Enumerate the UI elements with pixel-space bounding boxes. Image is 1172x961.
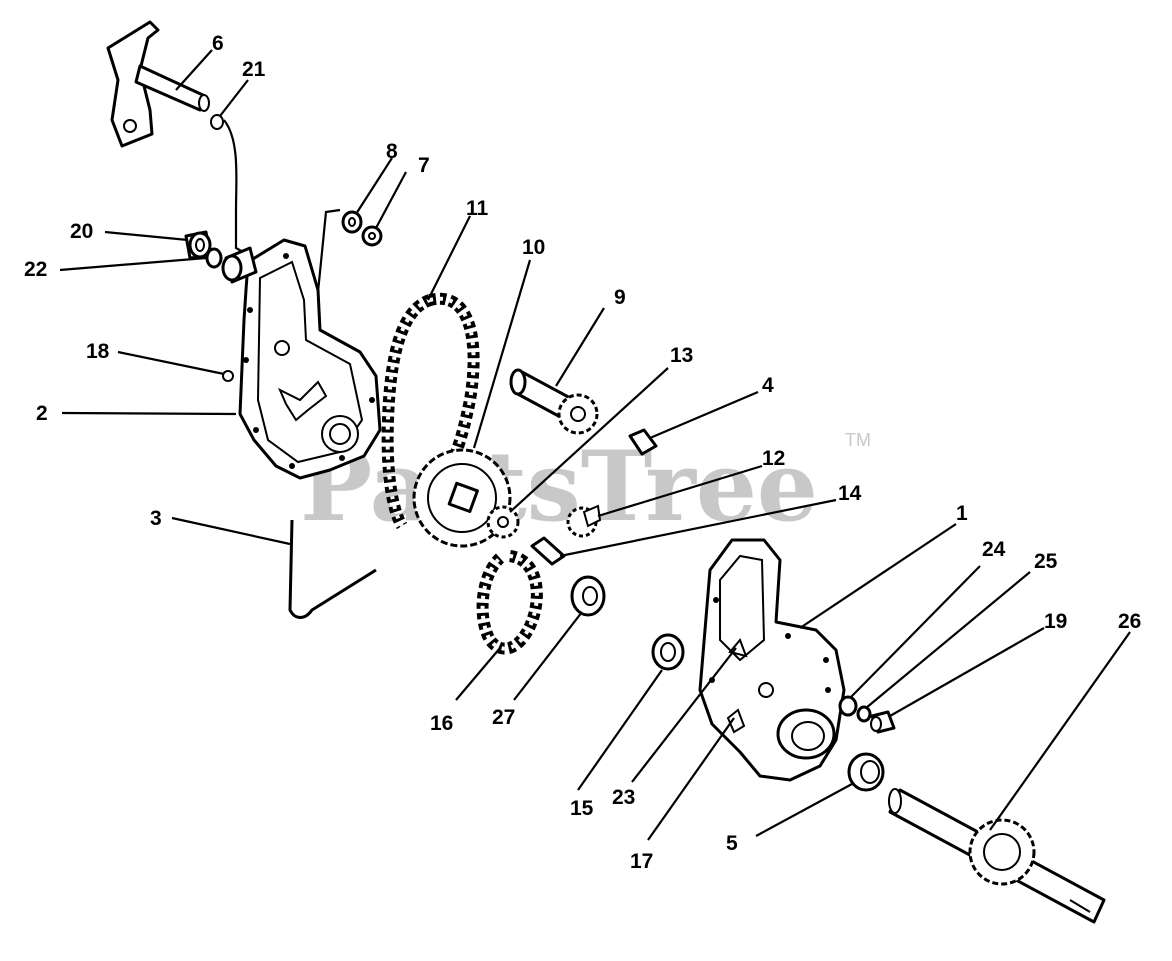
shaft-sprocket-part	[509, 368, 599, 435]
callout-8: 8	[386, 140, 398, 163]
bearing-27-part	[570, 575, 606, 617]
callout-23: 23	[612, 786, 635, 809]
left-housing-part	[221, 238, 382, 480]
washer-22-part	[205, 247, 223, 269]
callout-2: 2	[36, 402, 48, 425]
callout-25: 25	[1034, 550, 1058, 573]
callout-11: 11	[466, 197, 489, 220]
callout-27: 27	[492, 706, 515, 729]
washer-15-part	[651, 633, 685, 671]
callout-9: 9	[614, 286, 626, 309]
watermark-text: PartsTree	[300, 430, 818, 543]
right-housing-part	[698, 538, 846, 782]
callout-1: 1	[956, 502, 968, 525]
callout-22: 22	[24, 258, 47, 281]
bearing-5-part	[847, 752, 885, 792]
callout-24: 24	[982, 538, 1006, 561]
large-sprocket-part	[412, 448, 512, 548]
callout-3: 3	[150, 507, 162, 530]
callout-17: 17	[630, 850, 653, 873]
shift-lever-part	[106, 20, 210, 148]
callout-12: 12	[762, 447, 785, 470]
bushing-part	[184, 230, 212, 260]
sprocket-12-part	[566, 504, 602, 538]
key-part	[628, 428, 658, 456]
leader-lines	[59, 49, 1131, 841]
callout-15: 15	[570, 797, 594, 820]
short-chain-part	[476, 550, 543, 655]
watermark-trademark: TM	[845, 430, 871, 450]
axle-shaft-part	[888, 788, 1106, 924]
washer-24-part	[838, 695, 858, 717]
callout-16: 16	[430, 712, 453, 735]
bolt-19-part	[870, 710, 896, 734]
callout-10: 10	[522, 236, 545, 259]
callout-20: 20	[70, 220, 93, 243]
callout-19: 19	[1044, 610, 1067, 633]
callout-4: 4	[762, 374, 774, 397]
callout-13: 13	[670, 344, 693, 367]
callout-7: 7	[418, 154, 430, 177]
control-wire	[223, 119, 251, 257]
callout-5: 5	[726, 832, 738, 855]
screw-18-part	[222, 370, 234, 382]
bent-rod-part	[288, 519, 377, 619]
callout-21: 21	[242, 58, 266, 81]
callout-26: 26	[1118, 610, 1141, 633]
washer-25-part	[856, 705, 872, 723]
callout-14: 14	[838, 482, 862, 505]
e-ring-part	[210, 114, 224, 130]
callout-6: 6	[212, 32, 224, 55]
sprocket-13-part	[486, 505, 520, 539]
callout-18: 18	[86, 340, 110, 363]
